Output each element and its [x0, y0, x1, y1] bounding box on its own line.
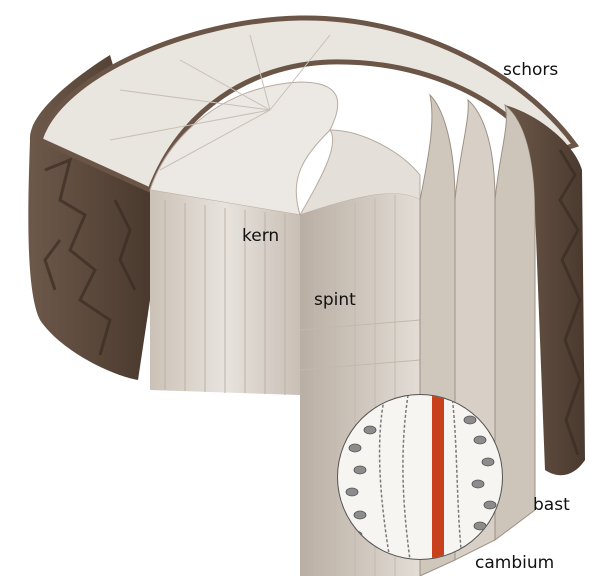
cambium-band [432, 390, 444, 570]
label-bast: bast [533, 497, 570, 514]
label-schors: schors [503, 62, 558, 79]
label-kern: kern [242, 228, 279, 245]
label-cambium: cambium [475, 555, 554, 572]
label-spint: spint [314, 292, 356, 309]
